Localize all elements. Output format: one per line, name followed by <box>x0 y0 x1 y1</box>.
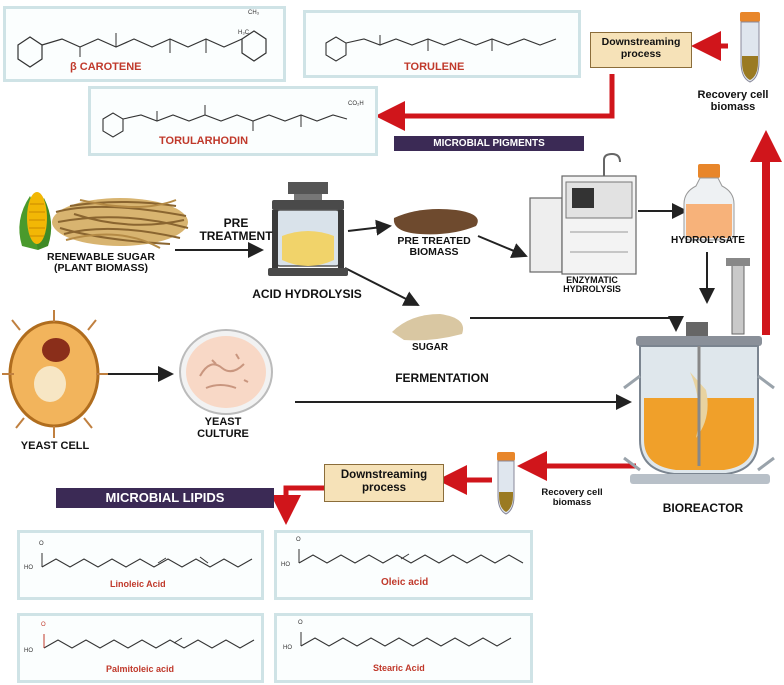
pretreated-line2: BIOMASS <box>409 246 459 259</box>
palmitoleic-ho: HO <box>24 648 33 654</box>
linoleic-o: O <box>39 541 44 547</box>
beta-carotene-ch3: CH₃ <box>248 10 260 16</box>
oleic-o: O <box>296 537 301 543</box>
linoleic-ho: HO <box>24 565 33 571</box>
yeast-cell-icon <box>2 310 108 438</box>
downstream-process-top: Downstreaming process <box>590 32 692 68</box>
recovery-cell-biomass-bottom: Recovery cell biomass <box>524 488 620 508</box>
downstream-bottom-line2: process <box>361 481 407 494</box>
enzymatic-hydrolysis-label: ENZYMATIC HYDROLYSIS <box>542 275 642 295</box>
downstream-bottom-line1: Downstreaming <box>340 469 428 481</box>
hydrolysate-bottle-icon <box>683 164 735 241</box>
linoleic-acid-structure <box>41 553 253 568</box>
torulene-structure <box>325 35 557 62</box>
palmitoleic-acid-box: O HO Palmitoleic acid <box>17 613 264 683</box>
beta-carotene-label: β CAROTENE <box>70 61 142 73</box>
torularhodin-co2h: CO₂H <box>348 101 364 107</box>
fermentation-label: FERMENTATION <box>395 371 489 385</box>
oleic-ho: HO <box>281 562 290 568</box>
acid-hydrolysis-label: ACID HYDROLYSIS <box>252 287 362 301</box>
corn-icon <box>19 192 52 250</box>
beta-carotene-h3c: H₃C <box>238 30 250 36</box>
oleic-acid-label: Oleic acid <box>381 577 429 588</box>
torularhodin-box: CO₂H TORULARHODIN <box>88 86 378 156</box>
renewable-line2: (PLANT BIOMASS) <box>54 262 148 275</box>
recovery-cell-biomass-top: Recovery cell biomass <box>682 89 784 113</box>
torularhodin-structure <box>102 105 348 138</box>
enzymatic-hydrolysis-equipment-icon <box>529 152 637 275</box>
enzymatic-line2: HYDROLYSIS <box>563 284 621 295</box>
pretreatment-line2: TREATMENT <box>199 228 273 243</box>
bioreactor-icon <box>623 258 775 484</box>
stearic-ho: HO <box>283 645 292 651</box>
yeast-culture-line1: YEAST <box>204 416 242 428</box>
linoleic-acid-box: O HO Linoleic Acid <box>17 530 264 600</box>
downstream-process-bottom: Downstreaming process <box>324 464 444 502</box>
arrow-acid-to-pretreated <box>347 219 392 236</box>
palmitoleic-o: O <box>41 622 46 628</box>
yeast-culture-label: YEAST CULTURE <box>188 416 258 440</box>
arrow-bioreactor-up <box>750 130 782 335</box>
yeast-cell-label: YEAST CELL <box>20 440 90 452</box>
stearic-acid-label: Stearic Acid <box>373 663 425 673</box>
torulene-label: TORULENE <box>404 61 465 73</box>
bioreactor-label: BIOREACTOR <box>662 501 744 515</box>
straw-biomass-icon <box>52 198 189 249</box>
yeast-culture-line2: CULTURE <box>197 427 249 440</box>
hydrolysate-label: HYDROLYSATE <box>671 235 745 246</box>
pretreated-biomass-icon <box>393 209 478 235</box>
arrow-acid-to-sugar <box>344 267 420 306</box>
stearic-o: O <box>298 620 303 626</box>
recovery-bottom-line2: biomass <box>552 496 592 508</box>
downstream-top-line1: Downstreaming <box>601 36 681 48</box>
torularhodin-label: TORULARHODIN <box>159 135 249 147</box>
enzymatic-line1: ENZYMATIC <box>566 275 618 285</box>
palmitoleic-acid-label: Palmitoleic acid <box>106 664 175 674</box>
sugar-label: SUGAR <box>411 342 449 353</box>
petri-dish-icon <box>179 329 273 415</box>
oleic-acid-box: O HO Oleic acid <box>274 530 533 600</box>
renewable-sugar-label: RENEWABLE SUGAR (PLANT BIOMASS) <box>26 251 176 275</box>
arrow-pretreated-to-enzymatic <box>477 235 528 258</box>
arrow-sugar-to-bioreactor <box>470 316 684 332</box>
pretreatment-label: PRE TREATMENT <box>196 217 276 242</box>
renewable-line1: RENEWABLE SUGAR <box>47 251 155 263</box>
stearic-acid-box: O HO Stearic Acid <box>274 613 533 683</box>
oleic-acid-structure <box>298 549 524 564</box>
torulene-box: TORULENE <box>303 10 581 78</box>
recovery-top-line2: biomass <box>710 100 756 113</box>
microbial-pigments-banner: MICROBIAL PIGMENTS <box>394 136 584 151</box>
centrifuge-tube-top-icon <box>740 12 760 83</box>
acid-hydrolysis-reactor-icon <box>268 182 348 276</box>
arrow-downstream-to-lipids <box>271 485 324 525</box>
arrow-downstream-to-pigments <box>375 74 615 131</box>
centrifuge-tube-bottom-icon <box>497 452 515 515</box>
recovery-bottom-line1: Recovery cell <box>541 487 603 498</box>
downstream-top-line2: process <box>620 47 662 60</box>
recovery-top-line1: Recovery cell <box>697 89 769 101</box>
pretreated-line1: PRE TREATED <box>397 235 471 247</box>
beta-carotene-structure <box>17 30 267 68</box>
pretreated-biomass-label: PRE TREATED BIOMASS <box>384 235 484 259</box>
linoleic-acid-label: Linoleic Acid <box>110 579 166 589</box>
pretreatment-line1: PRE <box>223 216 249 230</box>
sugar-pile-icon <box>392 314 464 341</box>
stearic-acid-structure <box>300 632 512 647</box>
palmitoleic-acid-structure <box>43 634 255 649</box>
beta-carotene-box: β CAROTENE <box>3 6 286 82</box>
microbial-lipids-banner: MICROBIAL LIPIDS <box>56 488 274 508</box>
